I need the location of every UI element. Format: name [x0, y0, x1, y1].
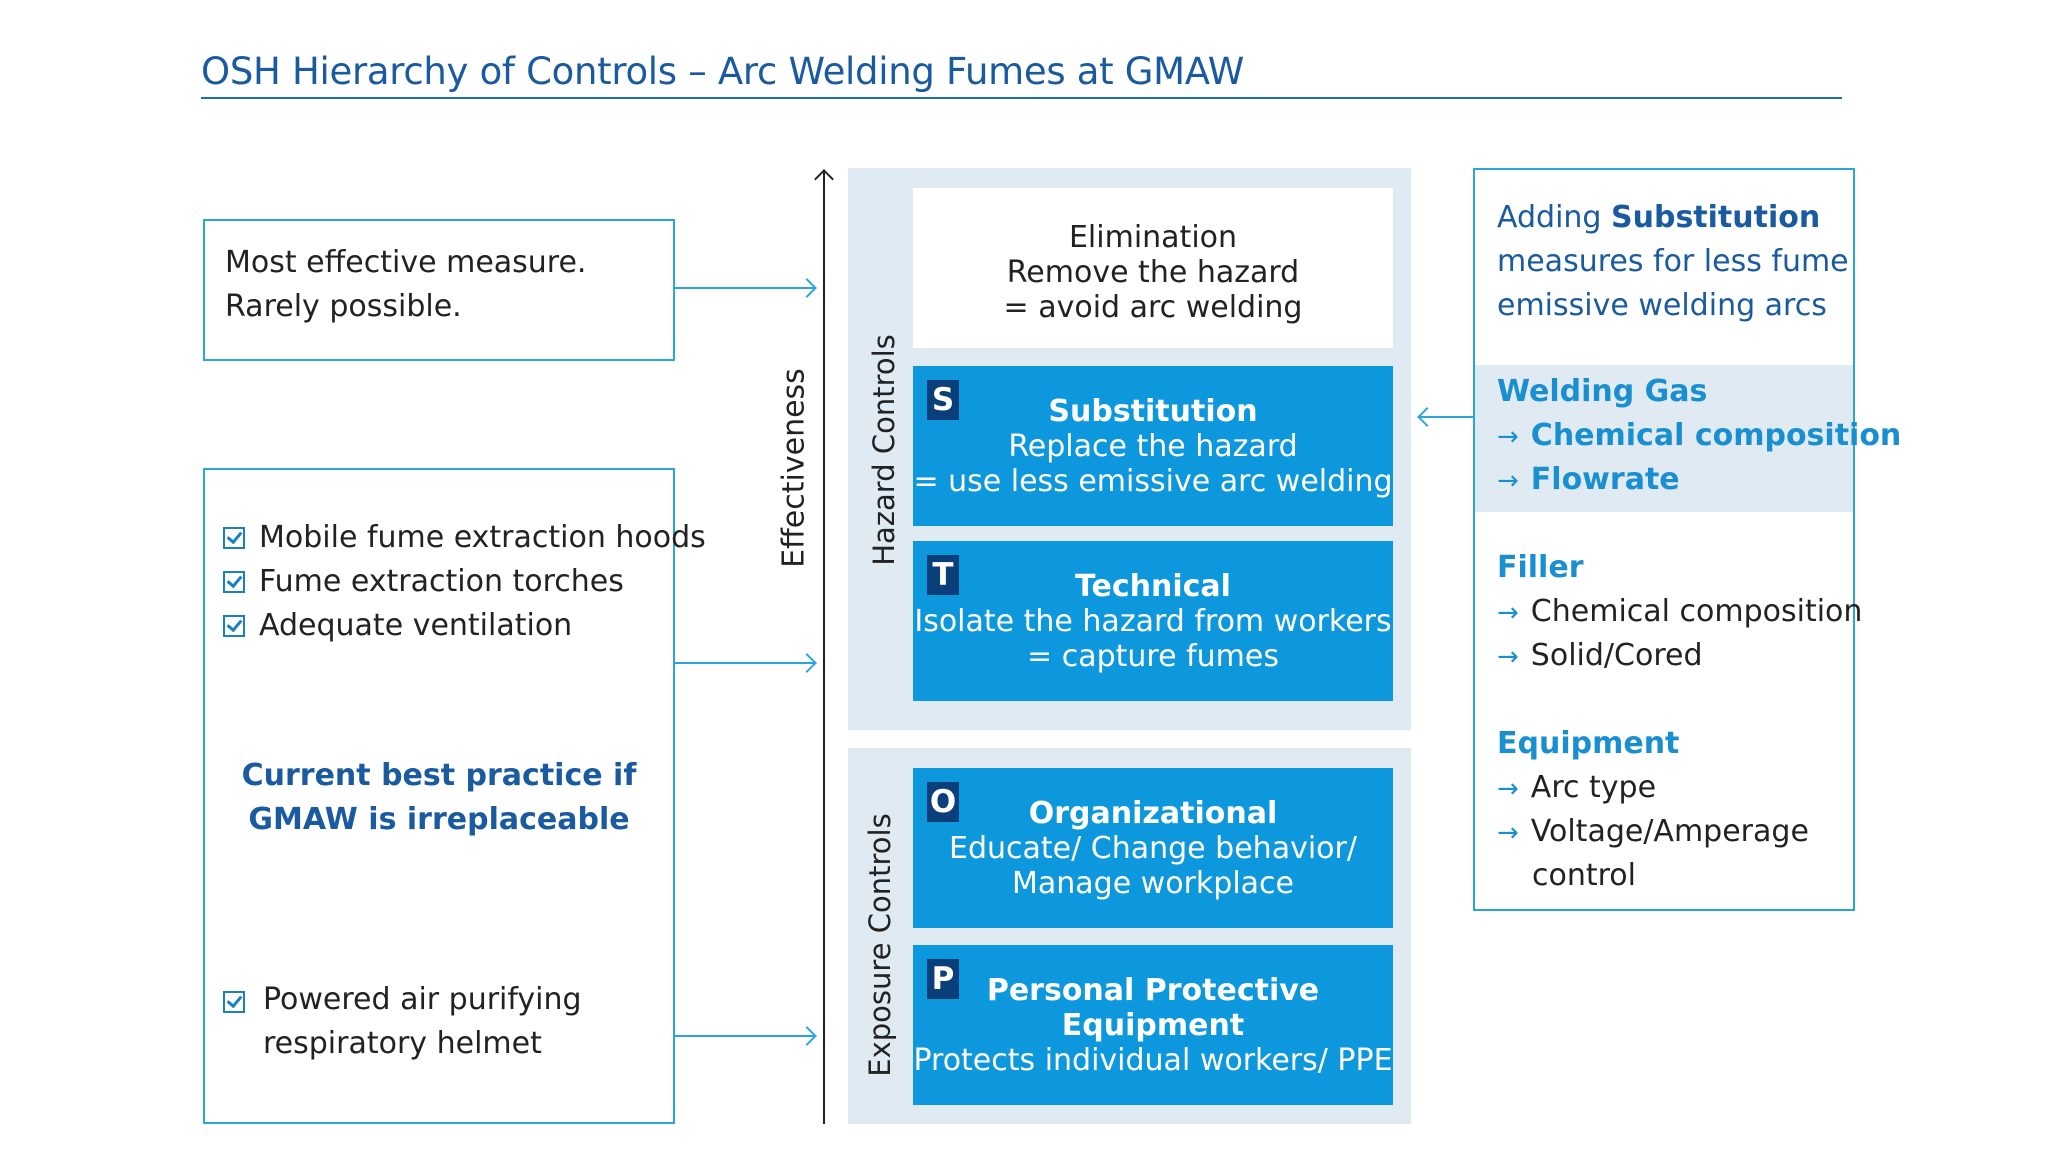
badge-s: S [927, 380, 959, 420]
check-item-ventilation: Adequate ventilation [223, 608, 572, 643]
rarely-possible-line: Rarely possible. [225, 289, 462, 324]
arrow-line-substitution [1420, 416, 1473, 418]
badge-t: T [927, 555, 959, 595]
elimination-desc-2: = avoid arc welding [1003, 290, 1303, 325]
badge-p: P [927, 959, 959, 999]
arrow-up-icon [814, 169, 834, 189]
equipment-item-voltage: →Voltage/Amperage [1497, 814, 1809, 849]
title-rule [201, 97, 1842, 99]
gas-item-flowrate: →Flowrate [1497, 462, 1680, 497]
filler-item-chemical: →Chemical composition [1497, 594, 1863, 629]
helmet-label: Powered air purifying respiratory helmet [263, 982, 582, 1061]
technical-desc-2: = capture fumes [1027, 639, 1279, 674]
equipment-item-voltage-cont: control [1532, 858, 1636, 893]
technical-box: T Technical Isolate the hazard from work… [913, 541, 1393, 701]
ppe-title-1: Personal Protective [986, 973, 1320, 1008]
substitution-title: Substitution [1048, 394, 1258, 429]
most-effective-note-box: Most effective measure. Rarely possible. [203, 219, 675, 361]
substitution-desc-2: = use less emissive arc welding [913, 464, 1393, 499]
check-item-helmet [223, 984, 259, 1019]
arrow-line-elimination [675, 287, 815, 289]
arrow-right-icon: → [1497, 598, 1519, 628]
organizational-desc-2: Manage workplace [1011, 866, 1294, 901]
substitution-box: S Substitution Replace the hazard = use … [913, 366, 1393, 526]
arrow-line-ppe [675, 1035, 815, 1037]
check-item-torches: Fume extraction torches [223, 564, 624, 599]
arrow-right-icon: → [1497, 422, 1519, 452]
checkbox-checked-icon [223, 571, 245, 593]
page-title: OSH Hierarchy of Controls – Arc Welding … [201, 50, 1245, 93]
gas-item-chemical: →Chemical composition [1497, 418, 1902, 453]
technical-title: Technical [1075, 569, 1231, 604]
filler-item-solid-cored: →Solid/Cored [1497, 638, 1703, 673]
elimination-box: Elimination Remove the hazard = avoid ar… [913, 188, 1393, 348]
organizational-desc-1: Educate/ Change behavior/ [949, 831, 1357, 866]
badge-o: O [927, 782, 959, 822]
elimination-desc-1: Remove the hazard [1006, 255, 1300, 290]
filler-heading: Filler [1497, 550, 1584, 585]
most-effective-line: Most effective measure. [225, 245, 587, 280]
arrow-left-icon [1417, 407, 1437, 427]
technical-desc-1: Isolate the hazard from workers [914, 604, 1392, 639]
best-practice-box: Mobile fume extraction hoods Fume extrac… [203, 468, 706, 1124]
effectiveness-axis [823, 172, 825, 1124]
arrow-right-icon: → [1497, 466, 1519, 496]
elimination-title: Elimination [1068, 220, 1238, 255]
arrow-line-technical [675, 662, 815, 664]
arrow-right-icon: → [1497, 774, 1519, 804]
checkbox-checked-icon [223, 527, 245, 549]
ppe-desc-1: Protects individual workers/ PPE [913, 1043, 1393, 1078]
best-practice-caption: Current best practice if GMAW is irrepla… [241, 758, 637, 837]
arrow-right-icon [797, 653, 817, 673]
ppe-box: P Personal Protective Equipment Protects… [913, 945, 1393, 1105]
substitution-desc-1: Replace the hazard [1008, 429, 1298, 464]
ppe-title-2: Equipment [1061, 1008, 1245, 1043]
checkbox-checked-icon [223, 615, 245, 637]
equipment-heading: Equipment [1497, 726, 1680, 761]
substitution-intro: Adding Substitution measures for less fu… [1497, 200, 1849, 323]
arrow-right-icon [797, 1026, 817, 1046]
checkbox-checked-icon [223, 991, 245, 1013]
organizational-title: Organizational [1028, 796, 1278, 831]
arrow-right-icon: → [1497, 642, 1519, 672]
check-item-hoods: Mobile fume extraction hoods [223, 520, 706, 555]
substitution-emphasis: Substitution [1611, 200, 1821, 235]
organizational-box: O Organizational Educate/ Change behavio… [913, 768, 1393, 928]
arrow-right-icon [797, 278, 817, 298]
equipment-item-arc-type: →Arc type [1497, 770, 1657, 805]
substitution-measures-box: Adding Substitution measures for less fu… [1473, 168, 1901, 911]
welding-gas-highlight [1475, 365, 1853, 512]
welding-gas-heading: Welding Gas [1497, 374, 1708, 409]
arrow-right-icon: → [1497, 818, 1519, 848]
